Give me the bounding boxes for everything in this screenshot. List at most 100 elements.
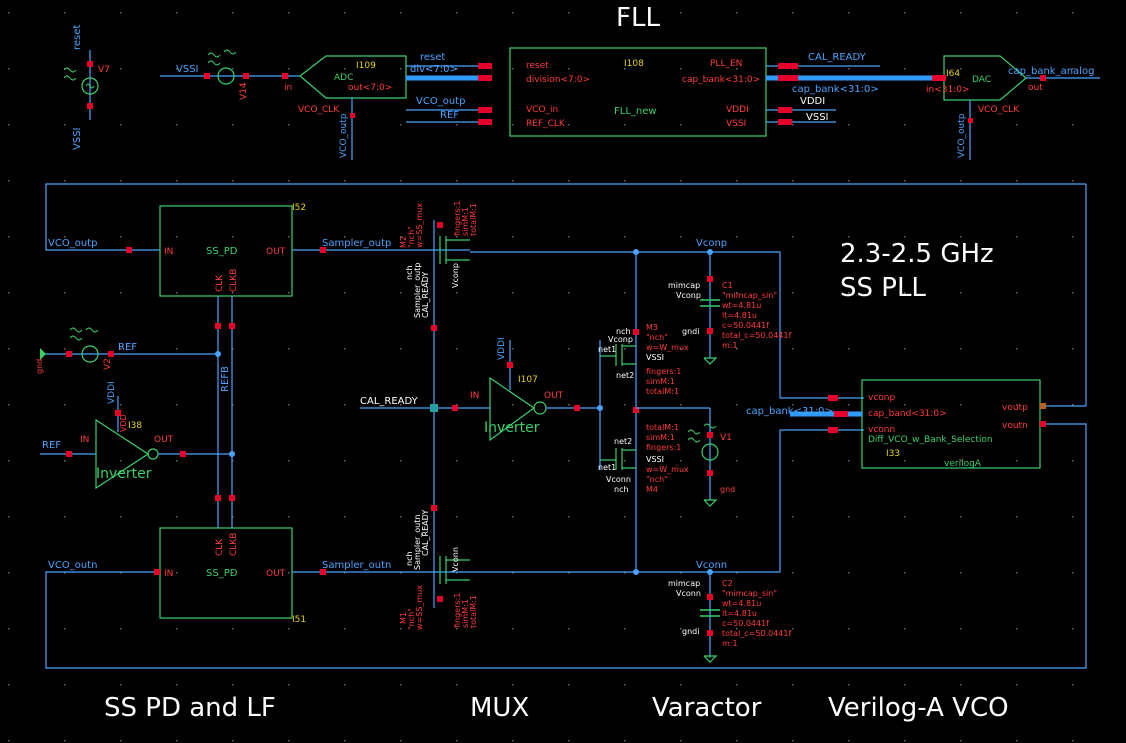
grid-dot bbox=[904, 180, 906, 182]
inv-i38-vddi: VDDI bbox=[107, 381, 117, 404]
grid-dot bbox=[344, 740, 346, 742]
grid-dot bbox=[1072, 628, 1074, 630]
transistor-m1[interactable] bbox=[437, 556, 470, 602]
transistor-m4[interactable] bbox=[600, 448, 636, 470]
grid-dot bbox=[904, 516, 906, 518]
dac-out: out bbox=[1028, 83, 1043, 93]
grid-dot bbox=[456, 740, 458, 742]
inverter-i107[interactable] bbox=[489, 376, 536, 442]
grid-dot bbox=[400, 348, 402, 350]
m2-sampler: Sampler_outp bbox=[413, 263, 422, 318]
pd-top-clkb: CLKB bbox=[229, 269, 239, 292]
m4-fingers: fingers:1 bbox=[646, 443, 681, 452]
c1-mimcap: mimcap bbox=[668, 281, 700, 290]
grid-dot bbox=[344, 348, 346, 350]
grid-dot bbox=[960, 236, 962, 238]
grid-dot bbox=[176, 572, 178, 574]
grid-dot bbox=[960, 460, 962, 462]
grid-dot bbox=[8, 236, 10, 238]
dac-label: DAC bbox=[972, 75, 991, 85]
grid-dot bbox=[512, 404, 514, 406]
grid-dot bbox=[120, 124, 122, 126]
grid-dot bbox=[120, 404, 122, 406]
gnd-icon bbox=[40, 348, 46, 360]
ref-label: REF bbox=[118, 342, 137, 353]
m2-simm: simM:1 bbox=[461, 207, 470, 236]
adc-inst: I109 bbox=[356, 61, 376, 71]
grid-dot bbox=[1072, 12, 1074, 14]
grid-dot bbox=[792, 460, 794, 462]
transistor-m3[interactable] bbox=[600, 344, 636, 366]
grid-dot bbox=[400, 460, 402, 462]
transistor-m2[interactable] bbox=[437, 222, 470, 264]
grid-dot bbox=[232, 292, 234, 294]
grid-dot bbox=[456, 68, 458, 70]
fll-pin-ref-clk: REF_CLK bbox=[526, 119, 566, 129]
m3-totalm: totalM:1 bbox=[646, 387, 679, 396]
c1-total: total_c=50.0441f bbox=[722, 331, 791, 340]
grid-dot bbox=[904, 348, 906, 350]
grid-dot bbox=[904, 684, 906, 686]
grid-dot bbox=[344, 516, 346, 518]
pd-top-inst: I52 bbox=[292, 203, 306, 213]
grid-dot bbox=[1072, 292, 1074, 294]
dac-vcoclk: VCO_CLK bbox=[978, 105, 1020, 115]
m3-net2: net2 bbox=[616, 371, 634, 380]
grid-dot bbox=[8, 516, 10, 518]
c1-c: c=50.0441f bbox=[722, 321, 769, 330]
grid-dot bbox=[960, 516, 962, 518]
grid-dot bbox=[120, 460, 122, 462]
grid-dot bbox=[904, 68, 906, 70]
grid-dot bbox=[736, 236, 738, 238]
grid-dot bbox=[624, 236, 626, 238]
inverter-i38[interactable] bbox=[95, 418, 150, 490]
m2-nch-w: nch bbox=[405, 265, 414, 280]
pin bbox=[932, 75, 946, 81]
m1-fingers: fingers:1 bbox=[453, 593, 462, 628]
pin bbox=[778, 119, 792, 125]
pd-bot-clkb: CLKB bbox=[229, 533, 239, 556]
v1-wave-icon bbox=[687, 423, 717, 443]
grid-dot bbox=[1016, 68, 1018, 70]
grid-dot bbox=[568, 740, 570, 742]
grid-dot bbox=[512, 180, 514, 182]
grid-dot bbox=[680, 628, 682, 630]
fll-pin-vco-in: VCO_in bbox=[526, 105, 558, 115]
grid-dot bbox=[64, 180, 66, 182]
m2-vconp: Vconp bbox=[451, 263, 460, 288]
source-v7[interactable] bbox=[63, 50, 99, 120]
pd-bot-out: OUT bbox=[266, 569, 286, 579]
m1-nch: "nch" bbox=[407, 608, 416, 630]
grid-dot bbox=[288, 628, 290, 630]
inv-i38-name: Inverter bbox=[96, 466, 152, 482]
grid-dot bbox=[1016, 572, 1018, 574]
grid-dot bbox=[64, 292, 66, 294]
grid-dot bbox=[400, 124, 402, 126]
vco-pin-voutn: voutn bbox=[1002, 421, 1028, 431]
grid-dot bbox=[176, 628, 178, 630]
grid-dot bbox=[456, 684, 458, 686]
ss-pd-top-block[interactable] bbox=[159, 205, 293, 297]
v1-source[interactable] bbox=[701, 443, 719, 461]
fll-new-block[interactable] bbox=[509, 47, 767, 137]
pin bbox=[478, 75, 492, 81]
grid-dot bbox=[736, 68, 738, 70]
grid-dot bbox=[848, 404, 850, 406]
pin bbox=[778, 75, 798, 81]
grid-dot bbox=[344, 628, 346, 630]
v14-circle[interactable] bbox=[217, 67, 235, 85]
title-fll: FLL bbox=[616, 3, 660, 33]
pin bbox=[778, 63, 798, 69]
m4-w: w=W_mux bbox=[646, 465, 689, 474]
grid-dot bbox=[792, 12, 794, 14]
pin bbox=[320, 569, 326, 575]
wire-vco-outp-loop bbox=[45, 183, 1086, 251]
v2-source[interactable] bbox=[81, 345, 99, 363]
grid-dot bbox=[736, 12, 738, 14]
dac-block[interactable] bbox=[943, 55, 1027, 101]
grid-dot bbox=[64, 236, 66, 238]
grid-dot bbox=[8, 628, 10, 630]
net-vssi: VSSI bbox=[806, 112, 829, 123]
grid-dot bbox=[1016, 180, 1018, 182]
